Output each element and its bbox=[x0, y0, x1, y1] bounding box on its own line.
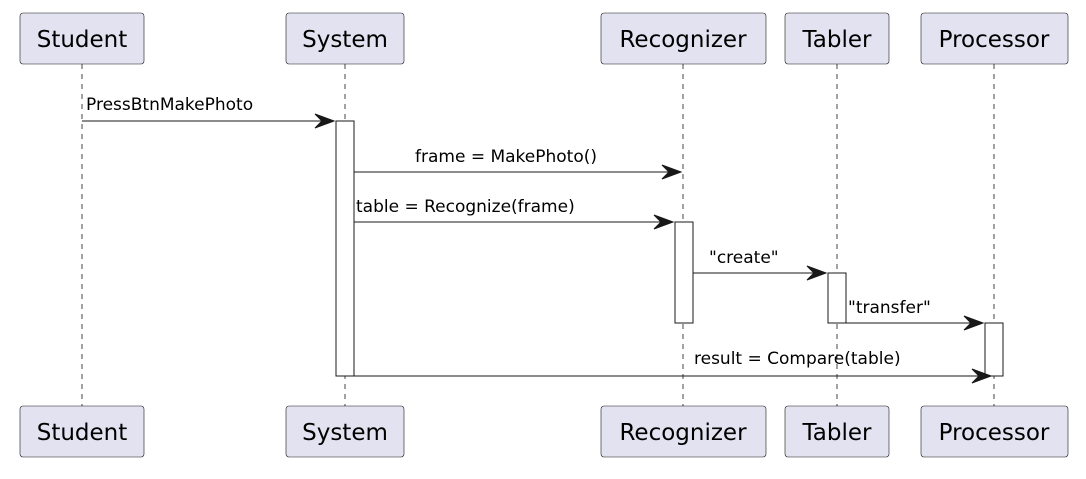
participant-recognizer-top: Recognizer bbox=[600, 12, 767, 65]
message-2-arrowhead bbox=[661, 164, 683, 180]
participant-processor-bottom: Processor bbox=[920, 405, 1069, 458]
activations bbox=[335, 120, 1004, 377]
message-5-arrowhead bbox=[963, 315, 985, 331]
message-3-label: table = Recognize(frame) bbox=[356, 197, 575, 217]
message-1-arrowhead bbox=[314, 113, 336, 129]
message-1: PressBtnMakePhoto bbox=[82, 95, 336, 129]
participant-tabler-top-label: Tabler bbox=[802, 27, 872, 53]
message-6-arrowhead bbox=[971, 368, 993, 384]
participant-system-top-box bbox=[285, 12, 405, 65]
participant-tabler-top: Tabler bbox=[784, 12, 890, 65]
participant-tabler-top-box bbox=[784, 12, 890, 65]
participant-processor-bottom-label: Processor bbox=[939, 420, 1050, 446]
participant-system-bottom: System bbox=[285, 405, 405, 458]
activation-tabler bbox=[827, 272, 847, 324]
participants-bottom: Student System Recognizer Tabler Process… bbox=[19, 405, 1069, 458]
participant-tabler-bottom: Tabler bbox=[784, 405, 890, 458]
message-4: "create" bbox=[693, 248, 828, 281]
participant-student-bottom-box bbox=[19, 405, 145, 458]
message-2-label: frame = MakePhoto() bbox=[415, 147, 597, 167]
participant-recognizer-bottom-box bbox=[600, 405, 767, 458]
participant-student-top-label: Student bbox=[37, 27, 128, 53]
participant-system-top-label: System bbox=[302, 27, 388, 53]
participant-recognizer-bottom-label: Recognizer bbox=[619, 420, 747, 446]
message-6-label: result = Compare(table) bbox=[694, 349, 901, 369]
message-5-label: "transfer" bbox=[848, 298, 931, 318]
message-4-label: "create" bbox=[709, 248, 779, 268]
participant-student-bottom-label: Student bbox=[37, 420, 128, 446]
activation-system bbox=[335, 120, 355, 377]
participant-processor-top: Processor bbox=[920, 12, 1069, 65]
participant-system-bottom-label: System bbox=[302, 420, 388, 446]
activation-processor bbox=[984, 322, 1004, 377]
participant-processor-bottom-box bbox=[920, 405, 1069, 458]
participant-tabler-bottom-box bbox=[784, 405, 890, 458]
participant-tabler-bottom-label: Tabler bbox=[802, 420, 872, 446]
participant-system-top: System bbox=[285, 12, 405, 65]
message-3-arrowhead bbox=[653, 214, 675, 230]
message-6: result = Compare(table) bbox=[354, 349, 993, 384]
message-1-label: PressBtnMakePhoto bbox=[86, 95, 253, 115]
participant-recognizer-bottom: Recognizer bbox=[600, 405, 767, 458]
participant-student-bottom: Student bbox=[19, 405, 145, 458]
participant-student-top-box bbox=[19, 12, 145, 65]
activation-recognizer bbox=[674, 221, 694, 324]
message-2: frame = MakePhoto() bbox=[354, 147, 683, 180]
participant-processor-top-box bbox=[920, 12, 1069, 65]
participant-recognizer-top-label: Recognizer bbox=[619, 27, 747, 53]
participant-system-bottom-box bbox=[285, 405, 405, 458]
participant-recognizer-top-box bbox=[600, 12, 767, 65]
participant-student-top: Student bbox=[19, 12, 145, 65]
message-3: table = Recognize(frame) bbox=[354, 197, 675, 230]
message-5: "transfer" bbox=[846, 298, 985, 331]
messages: PressBtnMakePhoto frame = MakePhoto() ta… bbox=[82, 95, 993, 384]
participants-top: Student System Recognizer Tabler Process… bbox=[19, 12, 1069, 65]
message-4-arrowhead bbox=[806, 265, 828, 281]
participant-processor-top-label: Processor bbox=[939, 27, 1050, 53]
